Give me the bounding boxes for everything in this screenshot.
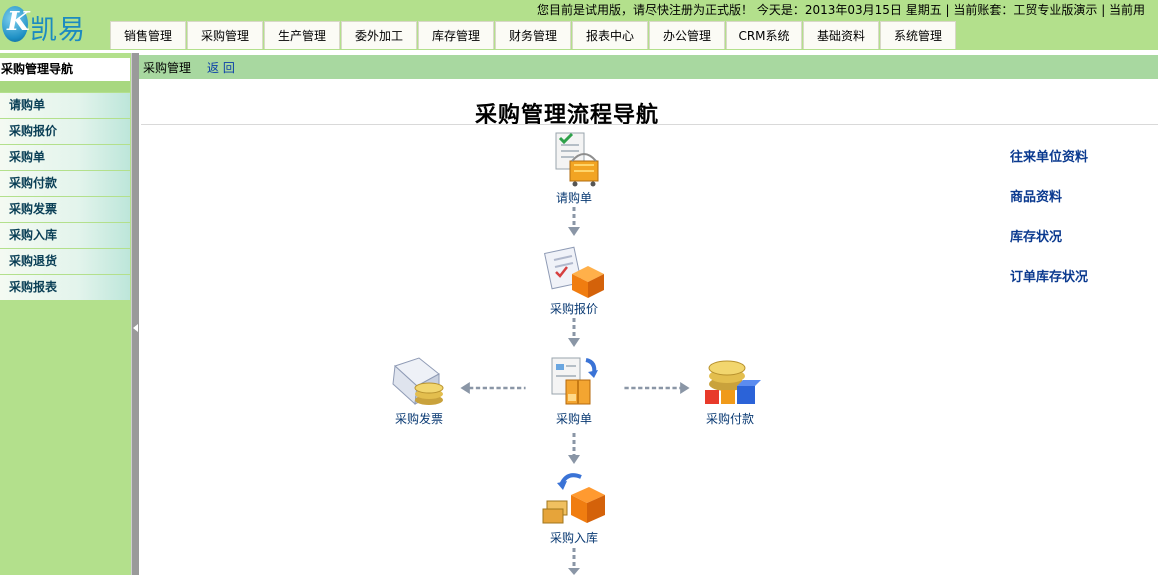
nav-tab-system[interactable]: 系统管理 <box>880 21 956 49</box>
nav-tab-sales[interactable]: 销售管理 <box>110 21 186 49</box>
payment-icon <box>705 360 761 404</box>
nav-tab-basic-data[interactable]: 基础资料 <box>803 21 879 49</box>
title-divider <box>141 124 1158 125</box>
flow-arrow-right <box>624 382 690 394</box>
app-logo: K 凯易通 <box>2 4 106 85</box>
nav-tab-purchase[interactable]: 采购管理 <box>187 21 263 49</box>
breadcrumb: 采购管理 返 回 <box>139 55 1158 79</box>
flow-label-inbound[interactable]: 采购入库 <box>549 531 598 545</box>
flow-node-inbound[interactable]: 采购入库 <box>526 471 622 546</box>
sidebar-item-inbound[interactable]: 采购入库 <box>0 223 130 248</box>
flow-arrow-down-1 <box>568 207 580 236</box>
header-divider <box>0 50 1158 53</box>
quick-link-partners[interactable]: 往来单位资料 <box>1010 150 1089 165</box>
sidebar-item-invoice[interactable]: 采购发票 <box>0 197 130 222</box>
flow-node-requisition[interactable]: 请购单 <box>526 131 622 206</box>
nav-tab-office[interactable]: 办公管理 <box>649 21 725 49</box>
sidebar-splitter[interactable] <box>131 53 139 575</box>
flow-label-payment[interactable]: 采购付款 <box>705 412 754 426</box>
sidebar-item-quotation[interactable]: 采购报价 <box>0 119 130 144</box>
flow-label-quotation[interactable]: 采购报价 <box>549 302 598 316</box>
purchase-order-icon <box>551 357 598 405</box>
flow-arrow-down-4 <box>568 548 580 575</box>
logo-letter: K <box>7 7 30 37</box>
header: K 凯易通 您目前是试用版，请尽快注册为正式版！ 今天是：2013年03月15日… <box>0 0 1158 85</box>
quick-link-order-stock[interactable]: 订单库存状况 <box>1010 270 1089 285</box>
nav-tab-inventory[interactable]: 库存管理 <box>418 21 494 49</box>
sidebar: 采购管理导航 请购单 采购报价 采购单 采购付款 采购发票 采购入库 采购退货 … <box>0 53 131 575</box>
sidebar-item-payment[interactable]: 采购付款 <box>0 171 130 196</box>
inbound-icon <box>542 473 605 524</box>
flow-node-order[interactable]: 采购单 <box>526 354 622 427</box>
quick-link-stock-status[interactable]: 库存状况 <box>1010 230 1063 245</box>
flow-node-invoice[interactable]: 采购发票 <box>371 354 467 427</box>
nav-tab-reports[interactable]: 报表中心 <box>572 21 648 49</box>
page-title: 采购管理流程导航 <box>475 103 660 128</box>
nav-tab-production[interactable]: 生产管理 <box>264 21 340 49</box>
sidebar-item-requisition[interactable]: 请购单 <box>0 93 130 118</box>
flow-arrow-left <box>460 382 526 394</box>
sidebar-item-order[interactable]: 采购单 <box>0 145 130 170</box>
flow-label-invoice[interactable]: 采购发票 <box>394 412 443 426</box>
flow-arrow-down-2 <box>568 318 580 347</box>
requisition-icon <box>555 132 599 187</box>
quick-link-products[interactable]: 商品资料 <box>1010 190 1063 205</box>
nav-tab-crm[interactable]: CRM系统 <box>726 21 802 49</box>
sidebar-item-return[interactable]: 采购退货 <box>0 249 130 274</box>
sidebar-item-report[interactable]: 采购报表 <box>0 275 130 300</box>
flow-label-requisition[interactable]: 请购单 <box>555 191 592 205</box>
back-link[interactable]: 返 回 <box>207 60 235 75</box>
nav-tab-outsourcing[interactable]: 委外加工 <box>341 21 417 49</box>
invoice-icon <box>392 357 444 406</box>
logo-k-icon <box>2 6 28 42</box>
flow-label-order[interactable]: 采购单 <box>555 412 592 426</box>
sidebar-title: 采购管理导航 <box>0 58 130 81</box>
flow-arrow-down-3 <box>568 433 580 464</box>
breadcrumb-current: 采购管理 <box>143 60 192 75</box>
main-nav: 销售管理 采购管理 生产管理 委外加工 库存管理 财务管理 报表中心 办公管理 … <box>110 21 957 49</box>
status-line: 您目前是试用版，请尽快注册为正式版！ 今天是：2013年03月15日 星期五 |… <box>537 3 1146 17</box>
flow-node-payment[interactable]: 采购付款 <box>682 354 778 427</box>
quotation-icon <box>543 246 604 298</box>
flow-node-quotation[interactable]: 采购报价 <box>526 242 622 317</box>
sidebar-list: 请购单 采购报价 采购单 采购付款 采购发票 采购入库 采购退货 采购报表 <box>0 93 130 301</box>
sidebar-band <box>0 81 130 92</box>
collapse-arrow-icon[interactable] <box>133 324 138 332</box>
nav-tab-finance[interactable]: 财务管理 <box>495 21 571 49</box>
